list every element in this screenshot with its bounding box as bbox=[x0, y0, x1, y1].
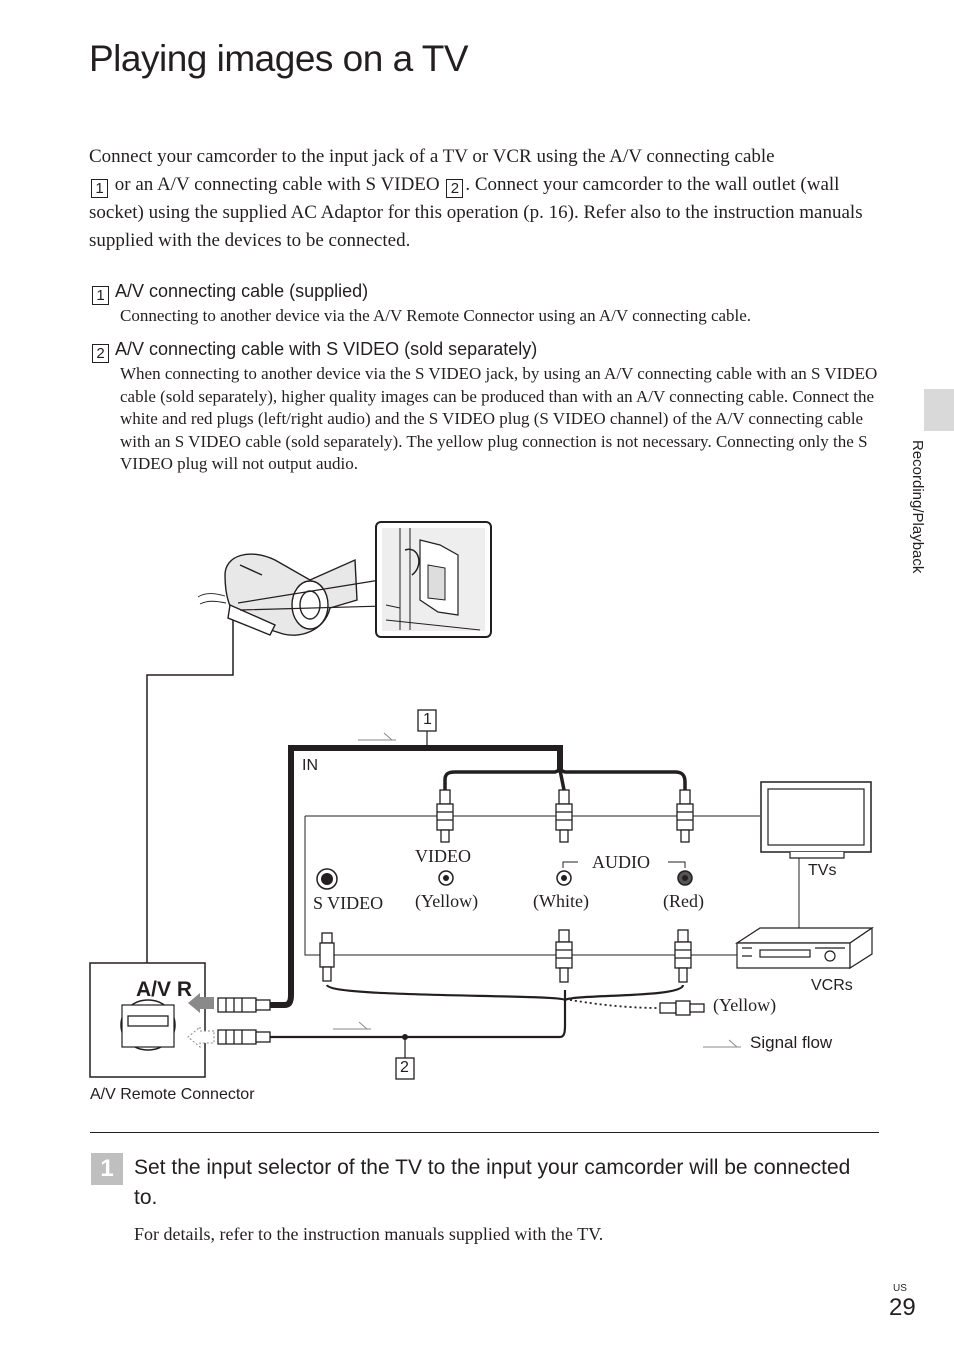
plug-arrow-1 bbox=[188, 993, 214, 1013]
section-tab bbox=[924, 389, 954, 431]
rca-plug-yellow-loose bbox=[659, 1000, 705, 1016]
svideo-label: S VIDEO bbox=[313, 893, 384, 913]
plug-arrow-2 bbox=[187, 1025, 215, 1049]
audio-label: AUDIO bbox=[592, 852, 650, 872]
section-divider bbox=[90, 1132, 879, 1133]
callout-2-number: 2 bbox=[400, 1059, 409, 1076]
item-2: 2 A/V connecting cable with S VIDEO (sol… bbox=[90, 338, 880, 476]
svideo-jack bbox=[316, 868, 338, 890]
page-number: 29 bbox=[889, 1294, 916, 1321]
rca-plug-white-bottom bbox=[555, 929, 573, 983]
vcr-illustration bbox=[734, 926, 874, 970]
intro-paragraph: Connect your camcorder to the input jack… bbox=[89, 143, 889, 255]
callout-1-number: 1 bbox=[423, 711, 432, 728]
rca-plug-video-top bbox=[436, 789, 454, 843]
signal-flow-arrow-1 bbox=[358, 732, 396, 741]
cable-1-split bbox=[443, 768, 687, 791]
video-jack bbox=[438, 870, 454, 886]
item-1-number: 1 bbox=[92, 286, 109, 305]
cable-1 bbox=[270, 745, 563, 1008]
signal-flow-label: Signal flow bbox=[750, 1033, 833, 1052]
callout-box-2 bbox=[395, 1057, 415, 1080]
cable-2 bbox=[270, 983, 685, 1039]
svideo-plug-bottom bbox=[319, 932, 335, 982]
tv-illustration bbox=[760, 781, 872, 928]
item-2-body: When connecting to another device via th… bbox=[120, 364, 878, 473]
jack-detail-inset bbox=[375, 521, 492, 638]
intro-text-3: . Connect your camcorder to the wall out… bbox=[89, 174, 863, 251]
yellow-plug-label: (Yellow) bbox=[713, 995, 777, 1015]
video-label: VIDEO bbox=[415, 846, 471, 866]
audio-red-jack bbox=[677, 870, 693, 886]
yellow-label: (Yellow) bbox=[415, 891, 479, 911]
page-region-code: US bbox=[893, 1283, 907, 1294]
step-number-badge: 1 bbox=[91, 1153, 123, 1185]
rca-plug-red-bottom bbox=[674, 929, 692, 983]
item-1-heading: A/V connecting cable (supplied) bbox=[115, 281, 369, 301]
av-remote-connector bbox=[89, 962, 206, 1078]
callout-box-1 bbox=[417, 709, 437, 732]
av-multi-plug-2 bbox=[217, 1029, 271, 1045]
red-label: (Red) bbox=[663, 891, 704, 911]
item-2-heading: A/V connecting cable with S VIDEO (sold … bbox=[115, 339, 538, 359]
av-multi-plug-1 bbox=[217, 997, 271, 1013]
white-label: (White) bbox=[533, 891, 589, 911]
rca-plug-audio-red-top bbox=[676, 789, 694, 843]
number-box-2: 2 bbox=[446, 179, 464, 198]
intro-text-1: Connect your camcorder to the input jack… bbox=[89, 146, 775, 167]
vcr-label: VCRs bbox=[811, 977, 853, 994]
number-box-1: 1 bbox=[91, 179, 108, 198]
step-note: For details, refer to the instruction ma… bbox=[134, 1224, 604, 1244]
in-label: IN bbox=[302, 757, 318, 774]
avr-logo: A/V R bbox=[136, 978, 192, 1001]
rca-plug-audio-white-top bbox=[555, 789, 573, 843]
audio-bracket bbox=[562, 861, 686, 868]
item-1-body: Connecting to another device via the A/V… bbox=[120, 306, 752, 325]
item-1: 1 A/V connecting cable (supplied) Connec… bbox=[90, 280, 880, 328]
audio-white-jack bbox=[556, 870, 572, 886]
camcorder-cable bbox=[146, 620, 234, 963]
page-title: Playing images on a TV bbox=[89, 38, 469, 79]
connector-caption: A/V Remote Connector bbox=[90, 1086, 255, 1103]
signal-flow-legend-arrow bbox=[703, 1039, 741, 1048]
tv-label: TVs bbox=[808, 862, 837, 879]
signal-flow-arrow-2 bbox=[333, 1021, 371, 1030]
step-instruction: Set the input selector of the TV to the … bbox=[134, 1156, 851, 1209]
intro-text-2: or an A/V connecting cable with S VIDEO bbox=[110, 174, 445, 195]
item-2-number: 2 bbox=[92, 344, 109, 363]
yellow-loose-cable bbox=[569, 999, 661, 1009]
camcorder-illustration bbox=[197, 553, 386, 636]
